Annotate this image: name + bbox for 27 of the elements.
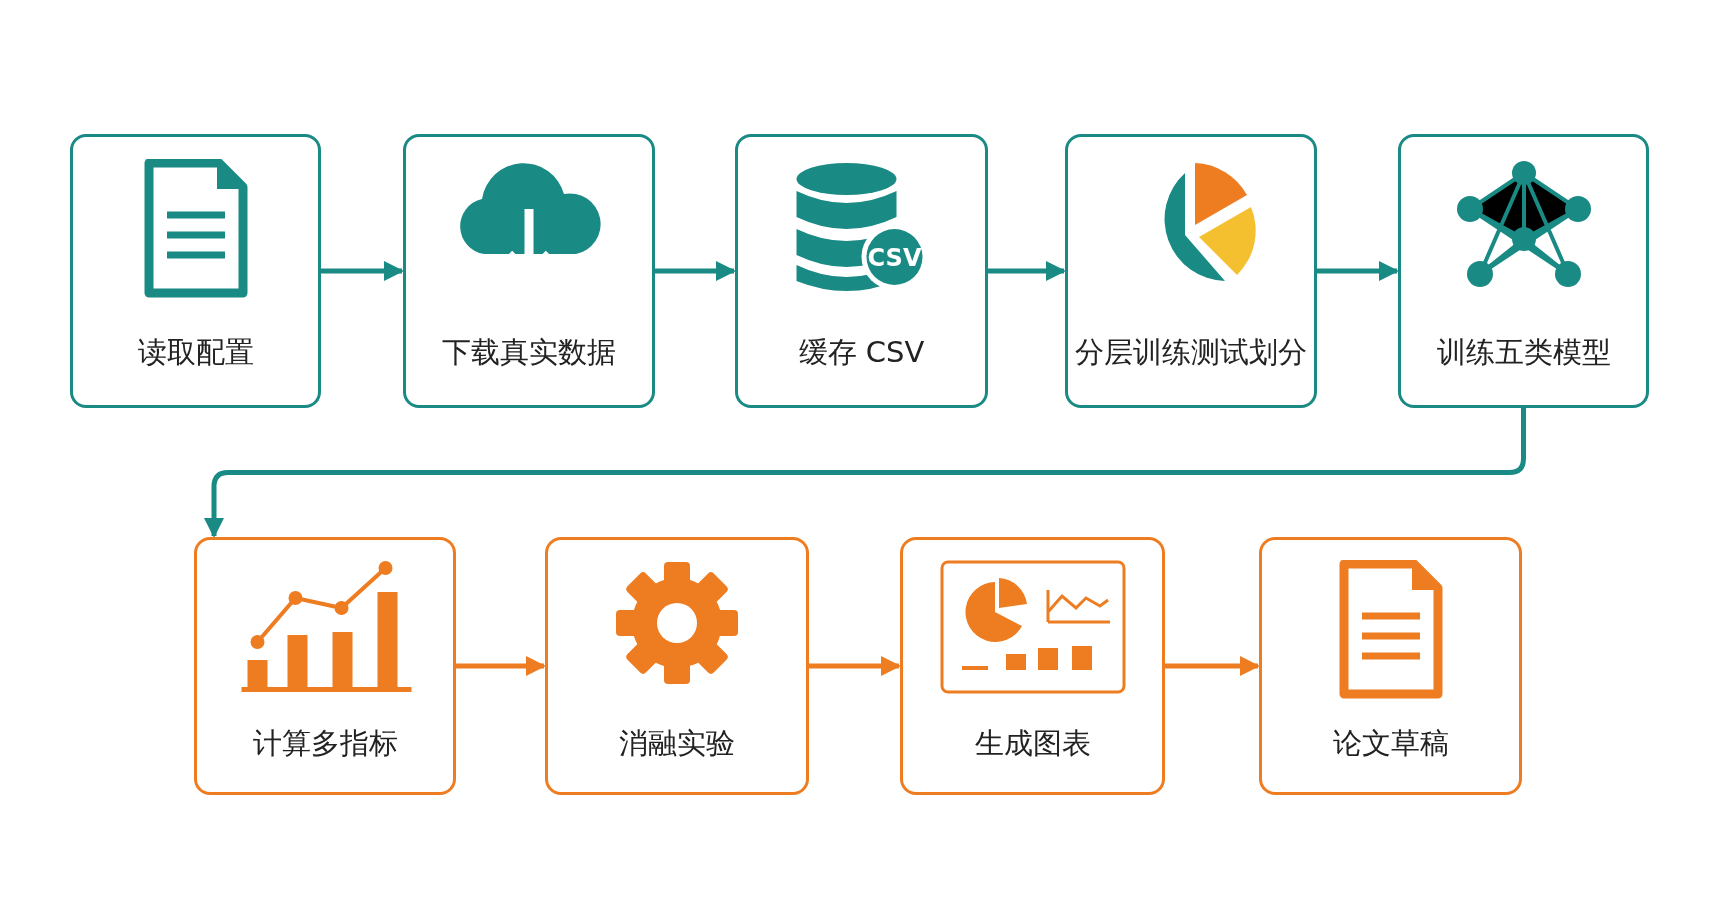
process-box bbox=[900, 537, 1165, 795]
step-label: 消融实验 bbox=[618, 725, 736, 762]
arrow bbox=[204, 408, 1526, 538]
process-box bbox=[403, 134, 655, 408]
process-box bbox=[70, 134, 321, 408]
step-label: 下载真实数据 bbox=[441, 334, 617, 371]
arrow bbox=[1317, 261, 1399, 281]
arrow bbox=[988, 261, 1066, 281]
process-box bbox=[1398, 134, 1649, 408]
process-box bbox=[1259, 537, 1522, 795]
arrow bbox=[321, 261, 404, 281]
process-box bbox=[1065, 134, 1317, 408]
step-label: 读取配置 bbox=[136, 334, 255, 371]
arrow bbox=[1165, 656, 1260, 676]
step-label: 训练五类模型 bbox=[1435, 334, 1612, 371]
csv-text: CSV bbox=[867, 244, 921, 272]
step-label: 论文草稿 bbox=[1331, 725, 1450, 762]
process-box bbox=[545, 537, 809, 795]
arrow bbox=[456, 656, 546, 676]
step-label: 缓存 CSV bbox=[797, 334, 926, 371]
arrow bbox=[655, 261, 736, 281]
arrow bbox=[809, 656, 901, 676]
step-label: 分层训练测试划分 bbox=[1074, 334, 1308, 371]
process-box bbox=[735, 134, 988, 408]
process-box bbox=[194, 537, 456, 795]
step-label: 生成图表 bbox=[973, 725, 1092, 762]
step-label: 计算多指标 bbox=[251, 725, 399, 762]
